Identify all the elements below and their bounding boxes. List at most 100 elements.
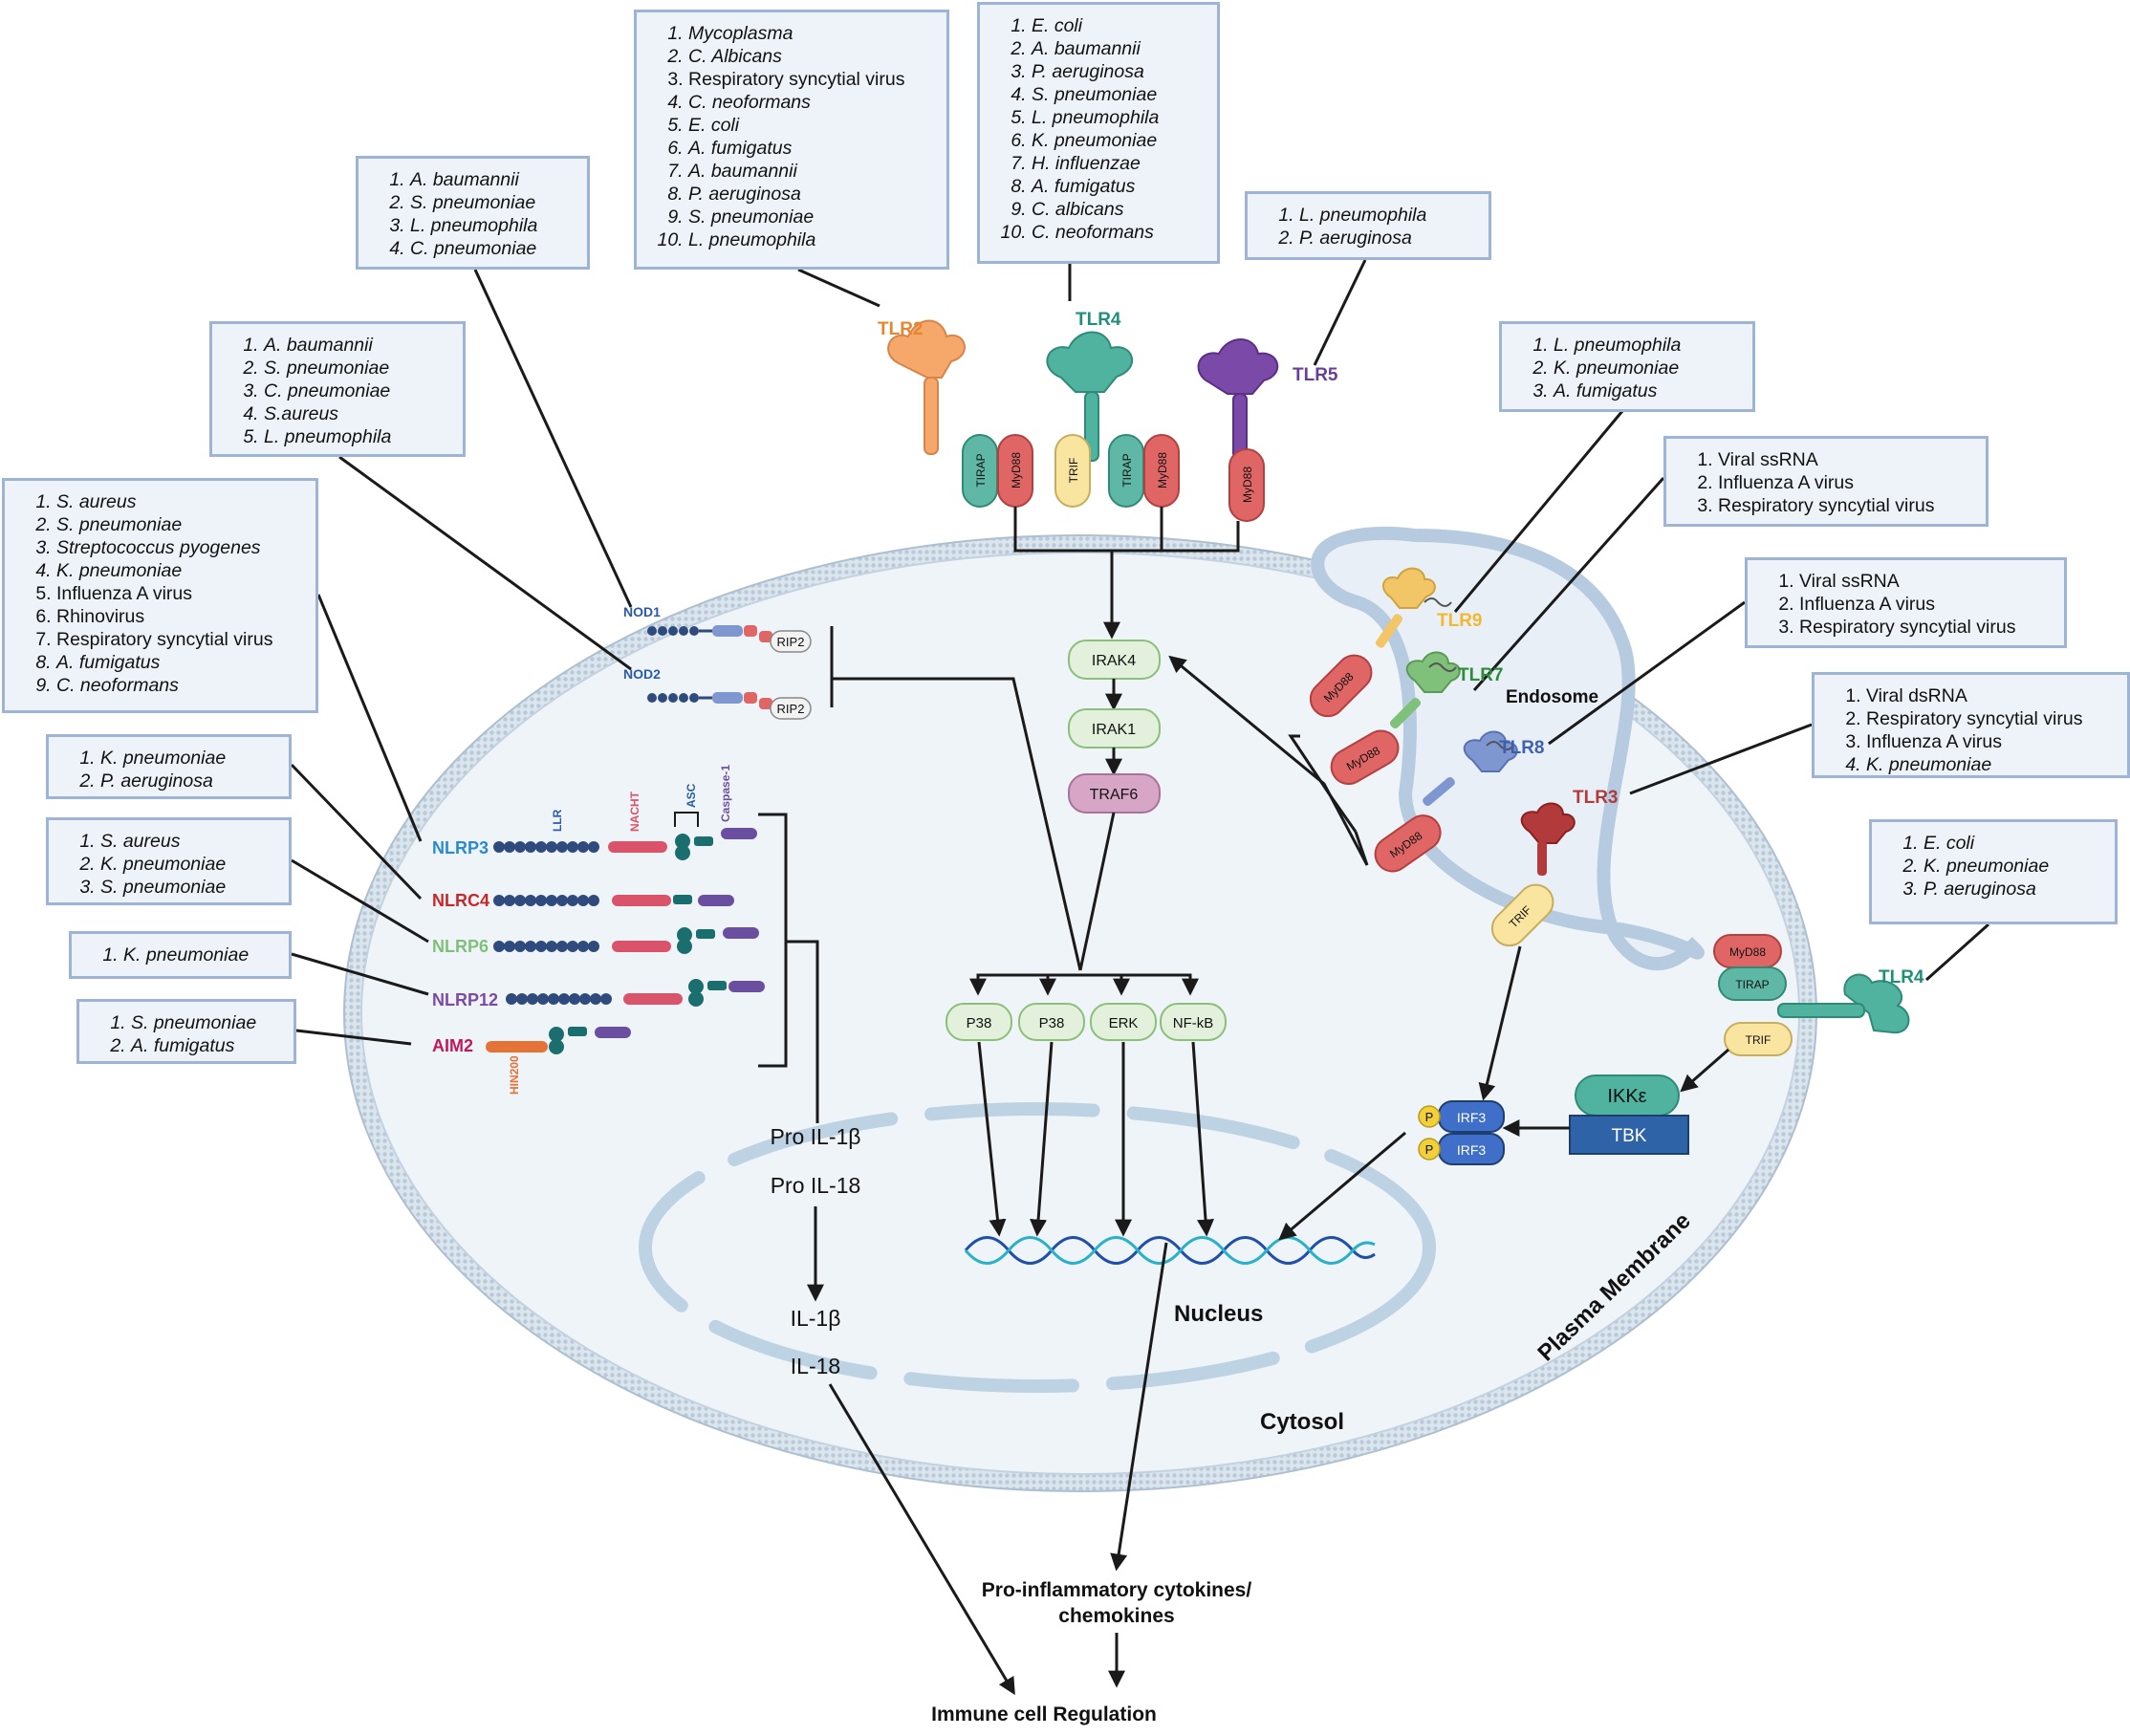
pathogen-item: A. fumigatus [1554, 380, 1739, 402]
line-tlr2 [797, 268, 880, 308]
nlrc4-domains [493, 895, 734, 906]
pathogen-item: C. Albicans [688, 45, 933, 68]
output-labels: Pro-inflammatory cytokines/ chemokines I… [931, 1579, 1251, 1725]
line-nlrp12 [291, 952, 429, 996]
tlr3-stem [1537, 841, 1547, 876]
tlr7-stem [1389, 697, 1422, 729]
pathogen-item: S. pneumoniae [131, 1011, 280, 1034]
aim2-domains [486, 1027, 631, 1054]
myd88-convergence [1013, 507, 1240, 640]
pathogen-list: L. pneumophilaK. pneumoniaeA. fumigatus [1515, 334, 1739, 402]
nod1-label: NOD1 [623, 604, 661, 619]
pathogen-item: K. pneumoniae [123, 944, 275, 966]
pro-il18-label: Pro IL-18 [771, 1173, 861, 1198]
trif-tlr4-right-label: TRIF [1746, 1033, 1771, 1047]
irf3-section: IKKε TBK IRF3 IRF3 P P [1278, 1074, 1689, 1241]
pathogen-item: Streptococcus pyogenes [56, 536, 302, 559]
surface-tlr-labels: TLR2 TLR4 TLR5 [878, 310, 1338, 385]
pathogen-item: C. neoformans [56, 674, 302, 697]
myd88-tlr2-label: MyD88 [1010, 452, 1023, 488]
line-nlrc4 [290, 763, 423, 901]
pathogen-item: C. pneumoniae [410, 237, 574, 260]
pathogen-item: Respiratory syncytial virus [1799, 616, 2051, 639]
pathogen-item: C. neoformans [688, 91, 933, 114]
pathogen-item: Influenza A virus [1718, 471, 1972, 494]
pathogen-list: K. pneumoniae [85, 944, 275, 966]
pathogen-item: Respiratory syncytial virus [56, 628, 302, 651]
p38-node-1 [945, 1003, 1012, 1041]
myd88-tlr4-label: MyD88 [1156, 452, 1169, 488]
nlrp3-domains [493, 828, 757, 860]
tlr8-label: TLR8 [1499, 738, 1545, 758]
pathogen-box-nlrp3: S. aureusS. pneumoniaeStreptococcus pyog… [2, 478, 318, 713]
line-nlrp6 [291, 858, 429, 944]
p38-label-2: P38 [1039, 1015, 1065, 1031]
pathogen-list: A. baumanniiS. pneumoniaeL. pneumophilaC… [372, 168, 574, 260]
endosome-label: Endosome [1506, 687, 1598, 707]
pathogen-box-tlr7: Viral ssRNAInfluenza A virusRespiratory … [1663, 436, 1989, 527]
pathogen-item: A. baumannii [410, 168, 574, 191]
trif-to-ikke-arrow [1680, 1048, 1729, 1093]
nod-receptors: RIP2 RIP2 NOD1 NOD2 [623, 604, 1082, 971]
p38-label-1: P38 [967, 1015, 992, 1031]
erk-label: ERK [1109, 1015, 1139, 1031]
pathogen-item: C. albicans [1032, 198, 1204, 221]
line-nod2 [338, 455, 632, 671]
nlrp6-domains [493, 927, 759, 954]
nucleus-label: Nucleus [1174, 1301, 1263, 1327]
line-nod1 [473, 269, 633, 608]
pathogen-item: K. pneumoniae [56, 559, 302, 582]
tirap-tlr4-label: TIRAP [1120, 453, 1134, 487]
pathogen-box-nlrp6: S. aureusK. pneumoniaeS. pneumoniae [46, 817, 292, 905]
pathogen-item: E. coli [688, 114, 933, 137]
pathogen-item: C. pneumoniae [264, 380, 449, 402]
rip2-nod2-label: RIP2 [777, 702, 805, 716]
nfkb-node [1160, 1003, 1227, 1041]
pathogen-item: S. aureus [100, 830, 275, 853]
asc-label: ASC [685, 783, 698, 808]
irak4-label: IRAK4 [1092, 653, 1136, 669]
erk-node [1090, 1003, 1157, 1041]
tlr2-label: TLR2 [878, 319, 924, 339]
cytokines-output-line2: chemokines [1058, 1605, 1174, 1627]
pathogen-box-tlr4: E. coliA. baumanniiP. aeruginosaS. pneum… [977, 2, 1220, 264]
tlr4-right-receptor: MyD88 TIRAP TRIF TLR4 [1680, 934, 1924, 1093]
tlr8-ectodomain [1463, 730, 1518, 772]
pathogen-item: Viral dsRNA [1866, 684, 2114, 707]
rip2-nod2-node [770, 697, 812, 720]
aim2-label: AIM2 [432, 1036, 473, 1055]
pathogen-item: C. neoformans [1032, 221, 1204, 244]
pathogen-item: E. coli [1924, 832, 2101, 855]
pathogen-box-aim2: S. pneumoniaeA. fumigatus [76, 999, 296, 1064]
nlr-to-cytokine-line [786, 940, 819, 1123]
surface-adaptors: TIRAP MyD88 TRIF TIRAP MyD88 MyD88 [962, 434, 1265, 522]
pathogen-item: S. aureus [56, 490, 302, 513]
endosome-to-irak4-line [1168, 655, 1369, 866]
nlrp6-label: NLRP6 [432, 937, 489, 956]
nfkb-label: NF-kB [1173, 1015, 1214, 1031]
tlr2-ectodomain [887, 319, 966, 379]
tlr5-ectodomain [1197, 338, 1279, 395]
irf3-label-2: IRF3 [1457, 1142, 1487, 1158]
irak1-label: IRAK1 [1092, 722, 1136, 738]
tlr7-label: TLR7 [1458, 665, 1504, 685]
il1b-label: IL-1β [791, 1306, 841, 1331]
pathogen-item: S. pneumoniae [688, 206, 933, 228]
phospho-label-2: P [1425, 1142, 1434, 1157]
pathogen-item: Respiratory syncytial virus [1718, 494, 1972, 517]
tlr4-right-stem [1777, 1003, 1865, 1018]
pathogen-item: P. aeruginosa [1032, 60, 1204, 83]
trif-tlr3 [1490, 883, 1554, 947]
tlr4-ectodomain [1046, 331, 1134, 393]
pathogen-item: Influenza A virus [56, 582, 302, 605]
pathogen-item: L. pneumophila [1554, 334, 1739, 357]
pro-il1b-label: Pro IL-1β [770, 1124, 860, 1149]
pathogen-item: A. fumigatus [56, 651, 302, 674]
pathogen-item: A. baumannii [688, 160, 933, 183]
line-aim2 [295, 1029, 412, 1046]
phospho-label-1: P [1425, 1110, 1434, 1124]
trif-to-irf3-arrow [1478, 945, 1522, 1101]
pathogen-item: P. aeruginosa [1924, 878, 2101, 901]
pathogen-list: Viral dsRNARespiratory syncytial virusIn… [1828, 684, 2114, 776]
line-nlrp3 [316, 594, 423, 842]
